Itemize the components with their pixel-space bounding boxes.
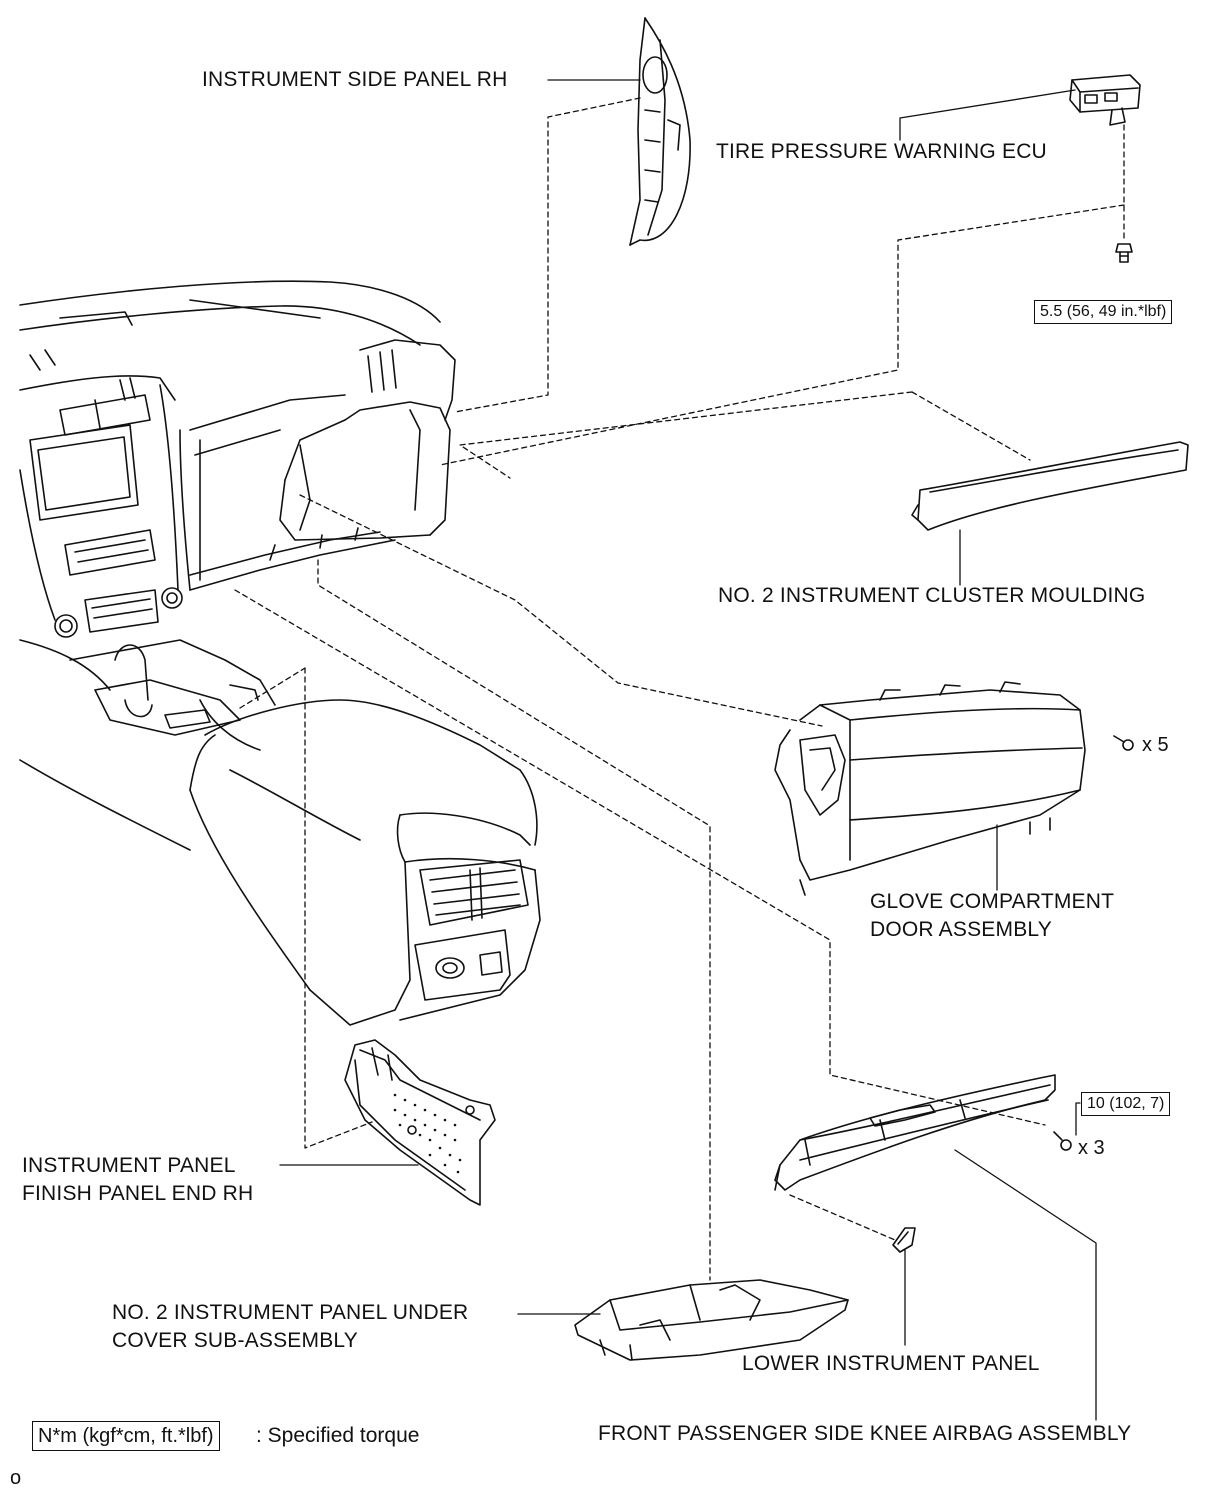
tpms-ecu-part [1070, 75, 1140, 125]
label-instrument-side-panel: INSTRUMENT SIDE PANEL RH [202, 68, 508, 91]
legend-unit-box: N*m (kgf*cm, ft.*lbf) [32, 1421, 220, 1451]
knee-airbag-part [775, 1075, 1055, 1190]
leader-lines [280, 80, 1096, 1420]
finish-panel-texture [393, 1093, 462, 1174]
label-tpms-ecu: TIRE PRESSURE WARNING ECU [716, 140, 1047, 163]
label-finish-line2: FINISH PANEL END RH [22, 1182, 254, 1205]
instrument-side-panel-part [630, 18, 690, 245]
legend-meaning: : Specified torque [256, 1424, 420, 1447]
under-cover-part [575, 1280, 848, 1360]
label-finish-line1: INSTRUMENT PANEL [22, 1154, 236, 1177]
cluster-moulding-part [912, 442, 1188, 530]
glove-screw-part [1114, 736, 1133, 750]
torque-box-airbag-bolt: 10 (102, 7) [1081, 1092, 1171, 1116]
glove-compartment-part [775, 682, 1085, 895]
lower-panel-part [893, 1228, 915, 1252]
ecu-bolt-part [1116, 244, 1132, 262]
torque-box-ecu-bolt: 5.5 (56, 49 in.*lbf) [1034, 300, 1173, 324]
label-under-cover-line2: COVER SUB-ASSEMBLY [112, 1329, 358, 1352]
label-glove-line1: GLOVE COMPARTMENT [870, 890, 1115, 913]
label-knee-airbag: FRONT PASSENGER SIDE KNEE AIRBAG ASSEMBL… [598, 1422, 1132, 1445]
assembly-guide-lines [235, 98, 1124, 1280]
finish-panel-part [345, 1040, 495, 1205]
dashboard-illustration [20, 281, 540, 1025]
qty-airbag-bolts: x 3 [1078, 1137, 1105, 1159]
label-under-cover-line1: NO. 2 INSTRUMENT PANEL UNDER [112, 1301, 469, 1324]
label-glove-line2: DOOR ASSEMBLY [870, 918, 1052, 941]
label-cluster-moulding: NO. 2 INSTRUMENT CLUSTER MOULDING [718, 584, 1146, 607]
footer-mark: o [10, 1467, 22, 1489]
airbag-bolt-part [1054, 1132, 1071, 1150]
label-lower-instrument-panel: LOWER INSTRUMENT PANEL [742, 1352, 1040, 1375]
qty-glove-screws: x 5 [1142, 734, 1169, 756]
